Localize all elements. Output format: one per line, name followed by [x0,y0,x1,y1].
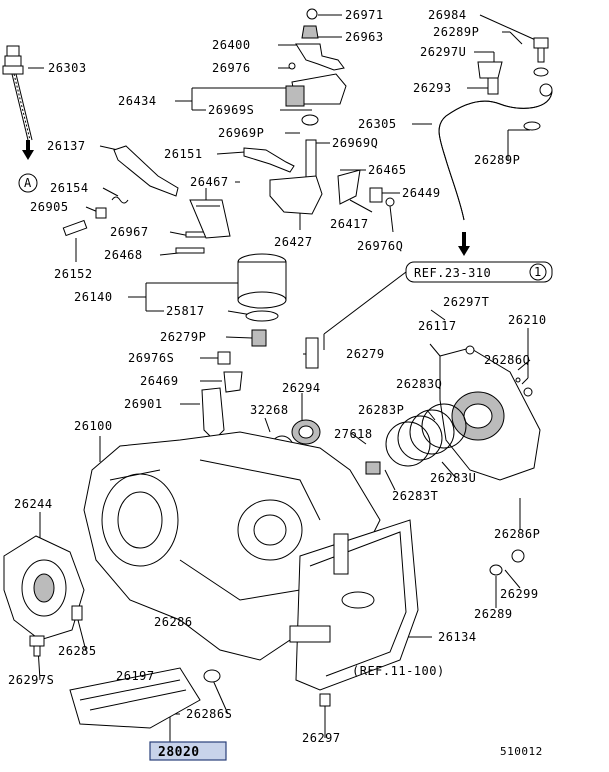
bracket-26137 [113,145,179,197]
bolt-26984 [533,37,549,77]
label-26283u: 26283U [430,471,476,485]
label-26134: 26134 [438,630,477,644]
label-26297t: 26297T [443,295,489,309]
label-26967: 26967 [110,225,149,239]
label-26137: 26137 [47,139,86,153]
label-27618: 27618 [334,427,373,441]
bracket-26469 [201,371,243,441]
label-26283p: 26283P [358,403,404,417]
label-26289p: 26289P [433,25,479,39]
leader-lines [28,14,541,742]
label-26434: 26434 [118,94,157,108]
ref-23-310-label: REF.23-310 1 [405,261,553,283]
label-25817: 25817 [166,304,205,318]
oil-pipe-26305 [438,61,553,256]
label-26297: 26297 [302,731,341,745]
label-26117: 26117 [418,319,457,333]
housing-cover-26244 [3,535,85,641]
label-26100: 26100 [74,419,113,433]
oil-strainer-28020 [69,667,221,729]
label-26468: 26468 [104,248,143,262]
label-26467: 26467 [190,175,229,189]
label-26289: 26289 [474,607,513,621]
label-26210: 26210 [508,313,547,327]
label-26969s: 26969S [208,103,254,117]
label-26449: 26449 [402,186,441,200]
shift-lever-assembly [285,8,347,126]
label-26297u: 26297U [420,45,466,59]
oil-filter-26140 [237,253,287,322]
label-26963: 26963 [345,30,384,44]
label-26303: 26303 [48,61,87,75]
label-26976q: 26976Q [357,239,403,253]
label-26969p: 26969P [218,126,264,140]
label-26283q: 26283Q [396,377,442,391]
label-26286q: 26286Q [484,353,530,367]
marker-a-left: A [18,173,38,193]
label-26400: 26400 [212,38,251,52]
spring-26154 [95,196,129,219]
svg-text:1: 1 [534,265,542,279]
label-26197: 26197 [116,669,155,683]
label-26969q: 26969Q [332,136,378,150]
label-26286: 26286 [154,615,193,629]
ref-11-100-label: (REF.11-100) [352,664,445,678]
oil-pan-26134 [289,519,525,707]
diagram-code: 510012 [500,745,543,758]
label-26299: 26299 [500,587,539,601]
label-26294: 26294 [282,381,321,395]
label-26279: 26279 [346,347,385,361]
label-26244: 26244 [14,497,53,511]
pins [62,219,207,254]
label-26293: 26293 [413,81,452,95]
svg-text:REF.23-310: REF.23-310 [414,266,491,280]
label-26152: 26152 [54,267,93,281]
label-28020: 28020 [158,745,200,760]
svg-text:A: A [24,176,32,190]
detent-plate-26427 [243,139,395,215]
label-26905: 26905 [30,200,69,214]
plugs-26279 [217,329,319,369]
label-26286s: 26286S [186,707,232,721]
label-26151: 26151 [164,147,203,161]
label-26971: 26971 [345,8,384,22]
label-26285: 26285 [58,644,97,658]
label-26976: 26976 [212,61,251,75]
bolt-26297s [29,605,83,657]
label-26140: 26140 [74,290,113,304]
label-26289p-mid: 26289P [474,153,520,167]
label-32268: 32268 [250,403,289,417]
dipstick-26303 [2,45,34,160]
label-26154: 26154 [50,181,89,195]
label-26901: 26901 [124,397,163,411]
label-26417: 26417 [330,217,369,231]
label-26305: 26305 [358,117,397,131]
label-26286p: 26286P [494,527,540,541]
label-26283t: 26283T [392,489,438,503]
part-labels: 26971 26984 26963 26400 26289P 26297U 26… [8,8,547,745]
clutch-pack-26283 [365,345,541,481]
label-26465: 26465 [368,163,407,177]
bracket-26467 [189,199,231,239]
label-26279p: 26279P [160,330,206,344]
label-26984: 26984 [428,8,467,22]
highlighted-part-28020[interactable]: 28020 [149,741,227,761]
label-26976s: 26976S [128,351,174,365]
svg-text:(REF.11-100): (REF.11-100) [352,664,445,678]
label-26469: 26469 [140,374,179,388]
label-26297s: 26297S [8,673,54,687]
label-26427: 26427 [274,235,313,249]
